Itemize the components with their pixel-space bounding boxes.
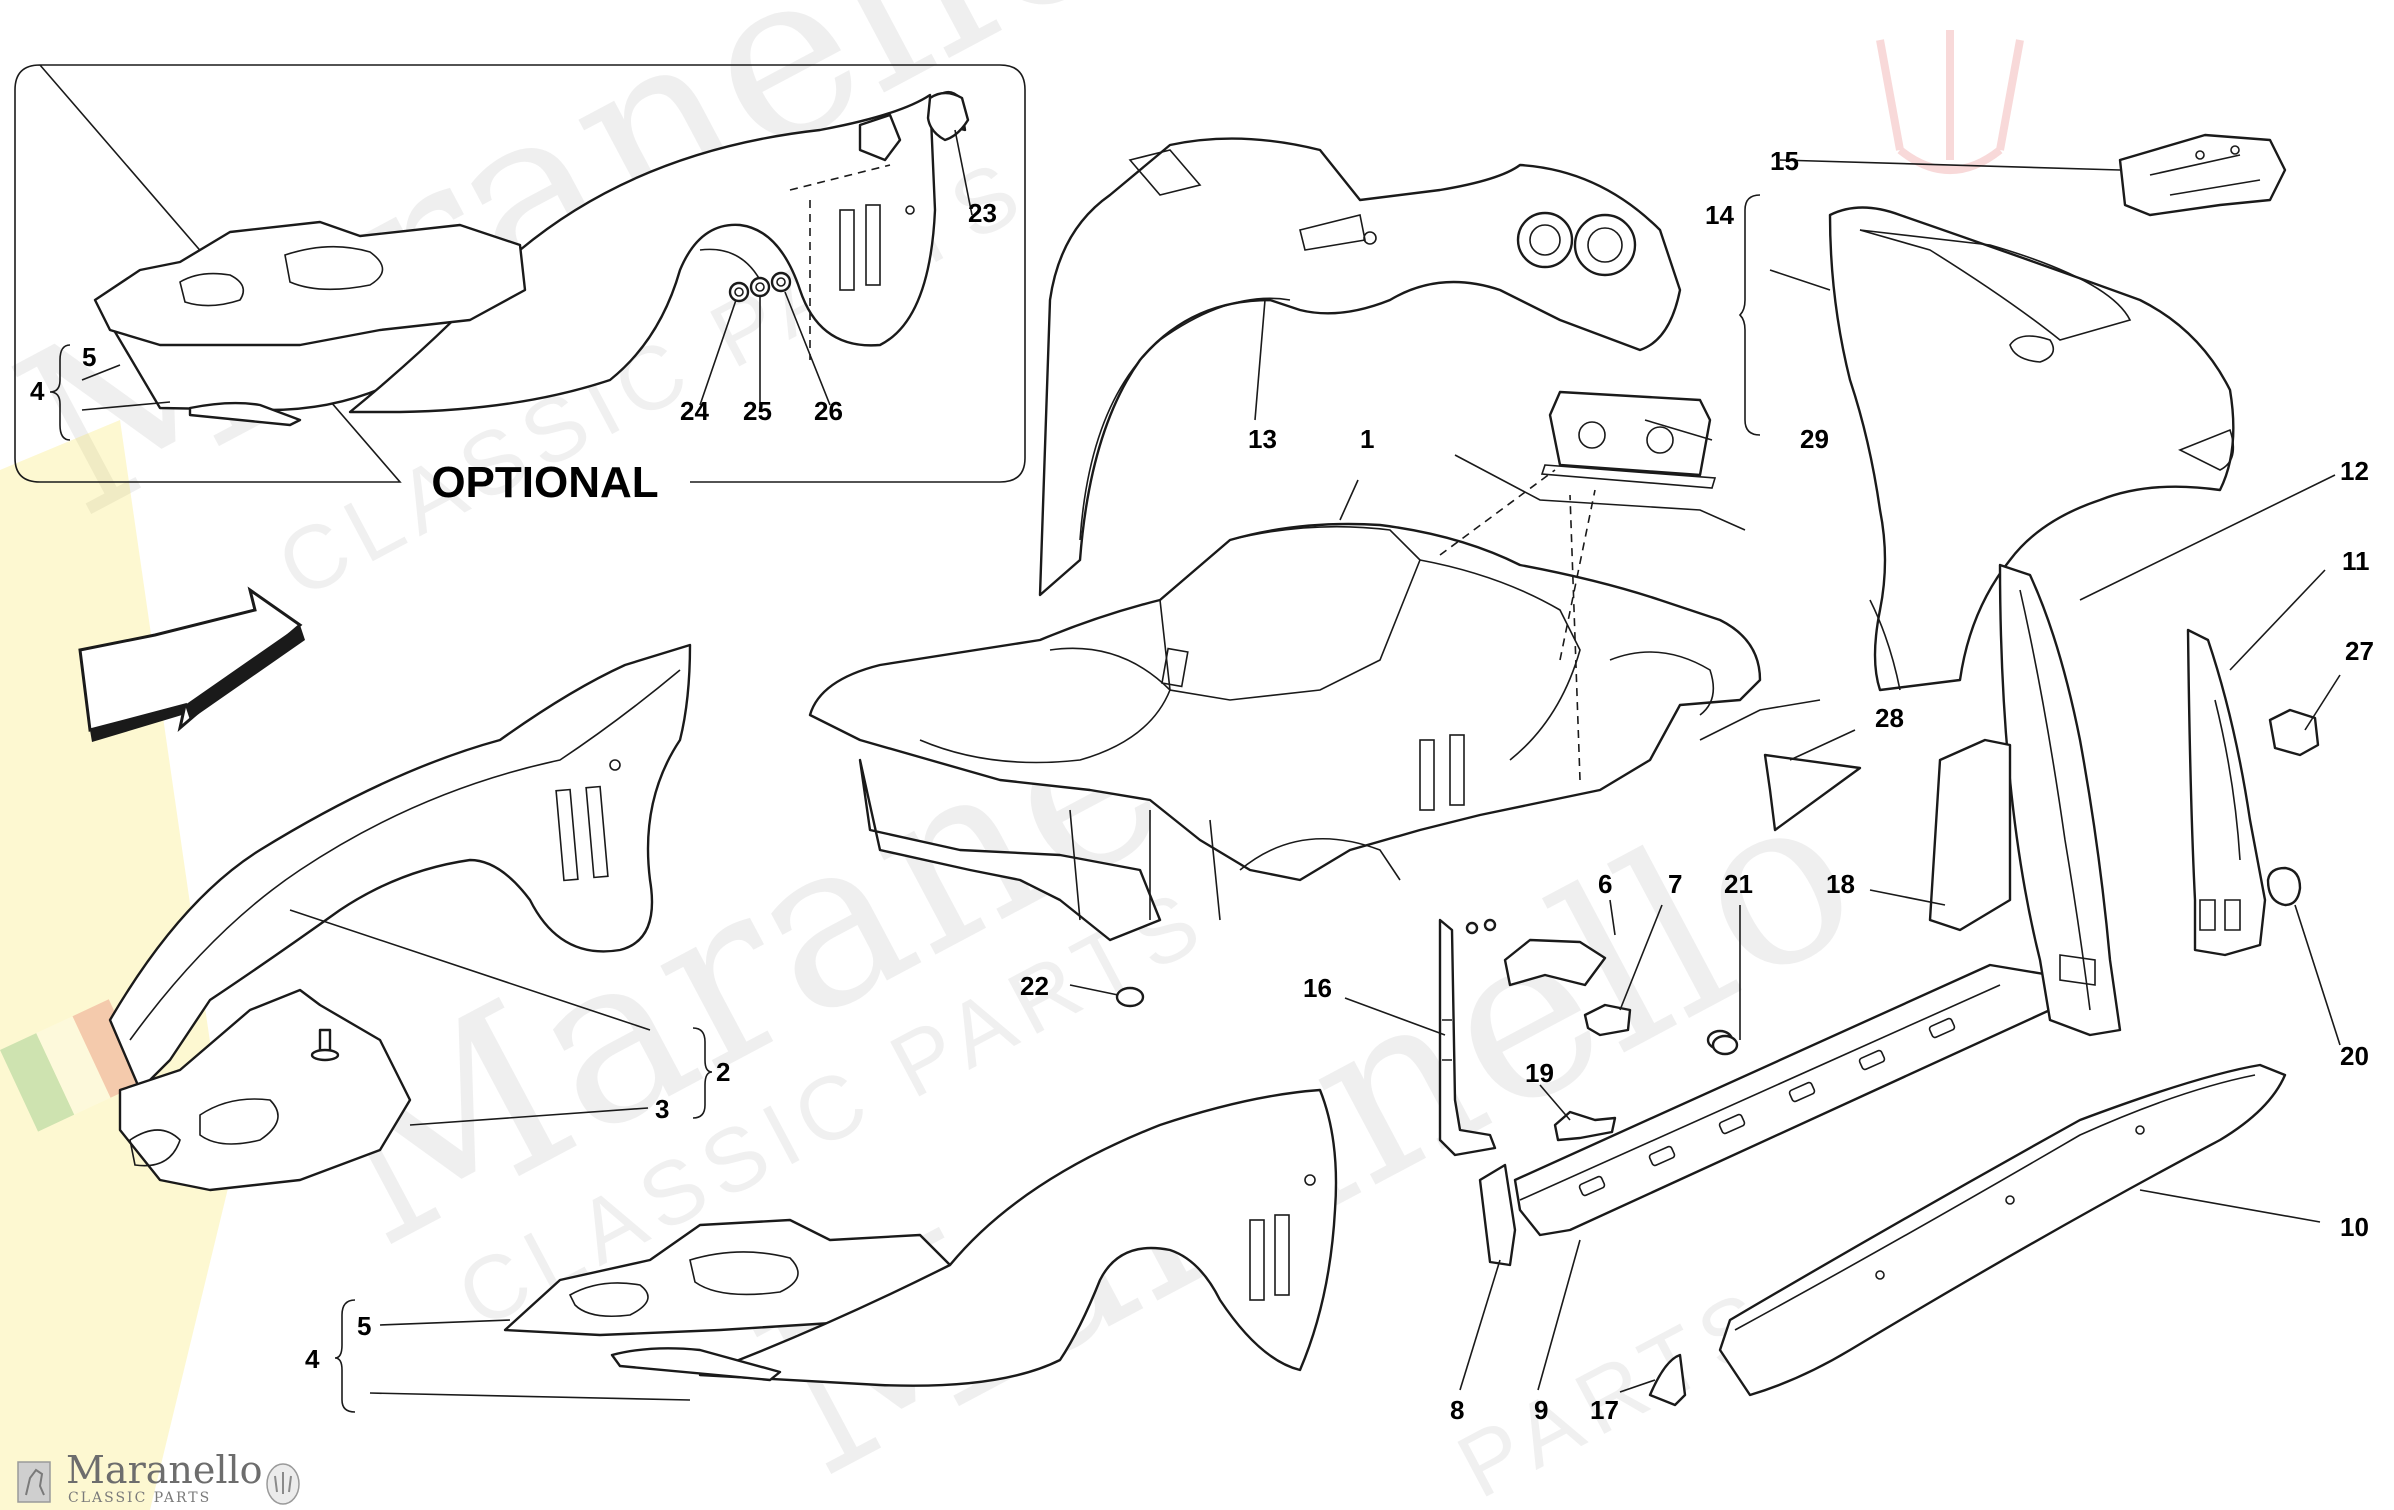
rear-inner-wheelhouse-part [1038,137,1682,597]
callout-label: 19 [1525,1058,1554,1088]
callout-label: 13 [1248,424,1277,454]
callout-label: 15 [1770,146,1799,176]
callout-label: 12 [2340,456,2369,486]
plug-pin-part [1711,1034,1739,1056]
callout-labels: 1 13 29 15 14 12 11 27 28 6 7 21 18 22 1… [305,146,2374,1425]
callout-label: 4 [305,1344,320,1374]
callout-label: 28 [1875,703,1904,733]
callout-label: 18 [1826,869,1855,899]
leader-lines [289,159,2341,1413]
callout-label: 22 [1020,971,1049,1001]
buffer-block-part [2268,708,2320,757]
callout-label: 24 [680,396,709,426]
callout-label: 23 [968,198,997,228]
callout-label: 9 [1534,1395,1548,1425]
callout-label: 29 [1800,424,1829,454]
callout-label: 26 [814,396,843,426]
inset-title: OPTIONAL [431,458,658,507]
brand-block: Maranello CLASSIC PARTS [14,1448,314,1508]
callout-label: 21 [1724,869,1753,899]
b-pillar-part [1998,563,2122,1037]
body-shell-part [808,522,1762,942]
brand-logo [17,1461,300,1505]
inset-wheelhouse-part [93,220,527,347]
callout-label: 17 [1590,1395,1619,1425]
callout-label: 25 [743,396,772,426]
cross-member-bracket-part [1540,390,1717,489]
callout-label: 2 [716,1057,730,1087]
outer-rocker-panel-part [1718,1063,2287,1397]
sill-bracket-part [1503,938,1607,987]
plug-part [2266,866,2302,907]
callout-label: 8 [1450,1395,1464,1425]
forward-arrow-icon [78,586,305,742]
brand-name: Maranello [66,1448,263,1492]
inner-panel-part [1928,738,2012,932]
callout-label: 11 [2342,546,2370,576]
callout-label: 5 [357,1311,371,1341]
grommet-part [1115,986,1145,1008]
callout-label: 7 [1668,869,1682,899]
callout-label: 1 [1360,424,1374,454]
inset-washers-part [728,271,792,303]
brand-tagline: CLASSIC PARTS [68,1490,212,1506]
inset-badge-part [926,91,970,142]
c-pillar-part [2186,628,2267,957]
inset-seal-strip-part [188,401,302,427]
callout-label: 6 [1598,869,1612,899]
clip-part [1583,1003,1632,1037]
front-fender-lower-part [503,1088,1338,1387]
trident-watermark-icon [1876,30,2024,174]
end-cap-part [1648,1353,1687,1407]
shield-watermark-icon [0,420,230,1510]
callout-label: 4 [30,376,45,406]
triangle-bracket-part [1763,753,1862,832]
callout-label: 20 [2340,1041,2369,1071]
callout-label: 14 [1705,200,1734,230]
inner-sill-part [1513,963,2052,1237]
sill-closure-part [1478,1163,1517,1267]
callout-label: 10 [2340,1212,2369,1242]
callout-label: 3 [655,1094,669,1124]
callout-label: 16 [1303,973,1332,1003]
callout-label: 27 [2345,636,2374,666]
pillar-reinforcement-part [1438,918,1497,1157]
rear-panel-bracket-part [2118,133,2287,217]
watermark-text: PARTS [1442,1269,1791,1510]
optional-inset: OPTIONAL 5 [14,64,1026,507]
rear-quarter-panel-part [1828,206,2235,692]
front-fender-assembly-part [108,643,692,1192]
callout-label: 5 [82,342,96,372]
flag-watermark-icon [0,999,147,1132]
